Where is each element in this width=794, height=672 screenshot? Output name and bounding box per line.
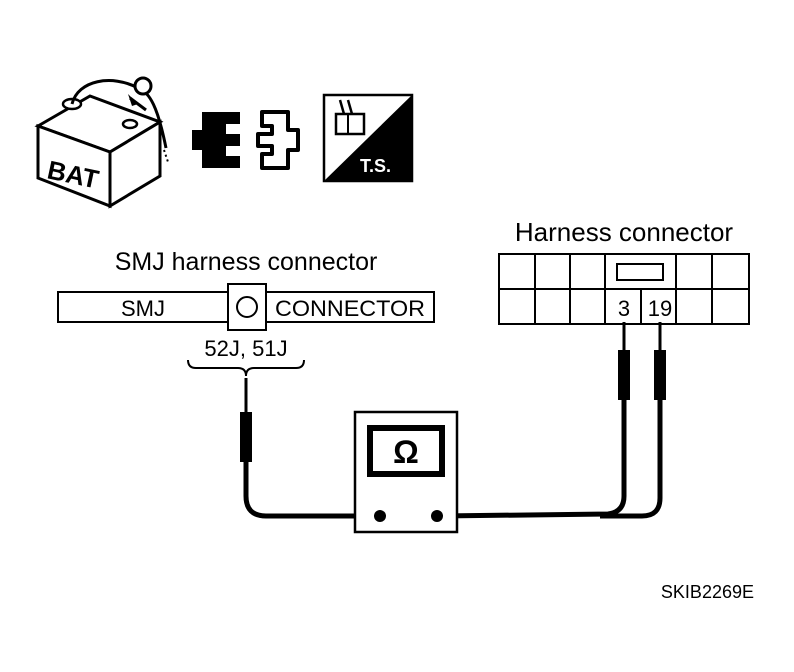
ohm-symbol: Ω: [393, 434, 419, 470]
harness-connector-title: Harness connector: [515, 217, 734, 247]
smj-connector: SMJ CONNECTOR: [57, 283, 435, 331]
troubleshoot-label: T.S.: [360, 156, 391, 176]
terminal-bracket: [187, 359, 305, 377]
left-probe: [240, 378, 380, 519]
battery-disconnect-icon: BAT: [34, 76, 169, 209]
right-probes: [439, 322, 666, 519]
harness-terminal-19: 19: [648, 296, 672, 321]
figure-id: SKIB2269E: [661, 582, 754, 602]
smj-terminals-label: 52J, 51J: [204, 336, 287, 361]
smj-connector-title: SMJ harness connector: [115, 248, 378, 276]
connector-disconnect-icon: [192, 110, 300, 170]
harness-connector: 3 19: [498, 253, 750, 325]
meter-jack-right: [431, 510, 443, 522]
harness-lock-tab: [616, 263, 664, 281]
smj-right-label: CONNECTOR: [275, 296, 425, 321]
ohmmeter-display: [367, 425, 445, 477]
ohmmeter: Ω: [353, 410, 459, 534]
troubleshoot-icon: T.S.: [322, 93, 414, 183]
harness-terminal-3: 3: [618, 296, 630, 321]
meter-jack-left: [374, 510, 386, 522]
smj-left-label: SMJ: [121, 296, 165, 321]
smj-locator-circle: [236, 296, 258, 318]
